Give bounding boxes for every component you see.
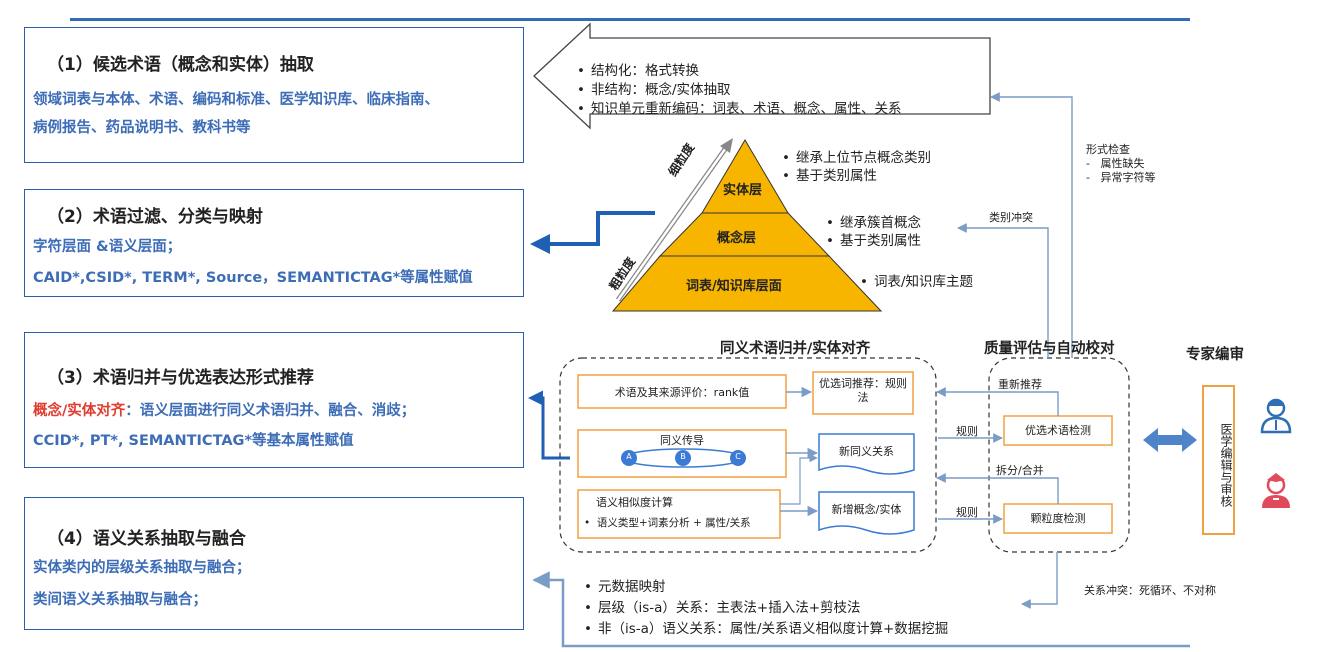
bottom-bullet-1: •元数据映射 <box>584 579 666 595</box>
node-preferred-box <box>812 371 914 415</box>
section-to-step3-connector <box>528 390 570 460</box>
step-2-line-1: 字符层面 &语义层面； <box>33 239 182 255</box>
step-4-title: （4）语义关系抽取与融合 <box>47 529 246 549</box>
synonym-region <box>559 357 937 553</box>
big-left-arrow <box>533 22 991 130</box>
pyramid-layer-entity: 实体层 <box>723 183 763 198</box>
doctor-avatar-icon <box>1260 398 1292 434</box>
pyramid-top-layer <box>701 139 789 214</box>
step-3-line-1-rest: ：语义层面进行同义术语归并、融合、消歧； <box>125 403 416 419</box>
double-arrow-expert <box>1143 428 1197 452</box>
format-check-title: 形式检查 <box>1086 143 1130 156</box>
node-transfer-text: 同义传导 <box>660 434 704 447</box>
pyramid-layer-vocab: 词表/知识库层面 <box>686 279 782 294</box>
granularity-check-text: 颗粒度检测 <box>1030 512 1086 525</box>
transfer-node-a-label: A <box>626 452 632 461</box>
entity-note-2: •基于类别属性 <box>782 168 877 184</box>
format-check-item-2: - 异常字符等 <box>1086 171 1156 184</box>
rule1-label: 规则 <box>956 425 978 438</box>
pyramid-to-step2-connector <box>530 211 655 254</box>
step-3-line-1: 概念/实体对齐：语义层面进行同义术语归并、融合、消歧； <box>33 399 415 420</box>
step-2-line-2: CAID*,CSID*, TERM*, Source，SEMANTICTAG*等… <box>33 270 473 286</box>
transfer-node-b <box>675 450 691 466</box>
re-recommend-arrow <box>936 387 1059 416</box>
relation-conflict-label: 关系冲突：死循环、不对称 <box>1084 584 1216 597</box>
similarity-to-synonym-arrow <box>780 453 818 505</box>
step-3-red-prefix: 概念/实体对齐 <box>33 403 126 419</box>
nurse-avatar-icon <box>1262 473 1290 508</box>
quality-region <box>988 357 1130 553</box>
step-3-title: （3）术语归并与优选表达形式推荐 <box>47 368 314 388</box>
step-3-line-2: CCID*, PT*, SEMANTICTAG*等基本属性赋值 <box>33 433 354 449</box>
node-new-synonym-shape <box>818 433 915 475</box>
concept-note-1: •继承簇首概念 <box>826 215 921 231</box>
node-preferred-check-box <box>1003 415 1113 446</box>
class-conflict-label: 类别冲突 <box>989 211 1033 224</box>
transfer-node-a <box>621 450 637 466</box>
entity-note-1: •继承上位节点概念类别 <box>782 150 931 166</box>
split-merge-arrow <box>936 473 1059 504</box>
arrow-bullet-1: •结构化：格式转换 <box>577 63 699 79</box>
pyramid-layer-concept: 概念层 <box>717 231 757 246</box>
format-check-arrow <box>990 92 1073 358</box>
re-recommend-label: 重新推荐 <box>998 378 1042 391</box>
bottom-bullet-3: •非（is-a）语义关系：属性/关系语义相似度计算+数据挖掘 <box>584 621 949 637</box>
node-new-concept-text: 新增概念/实体 <box>831 503 902 516</box>
class-conflict-arrow <box>957 223 1049 358</box>
pyramid-bottom-layer <box>611 255 883 312</box>
quality-section-title: 质量评估与自动校对 <box>984 341 1115 357</box>
expert-review-box: 医学编辑与审核 <box>1202 385 1235 535</box>
bottom-bullet-2: •层级（is-a）关系：主表法+插入法+剪枝法 <box>584 600 861 616</box>
node-granularity-check-box <box>1003 503 1113 534</box>
bottom-to-step4-connector <box>532 571 1190 648</box>
transfer-node-c <box>730 450 746 466</box>
step-4-line-1: 实体类内的层级关系抽取与融合； <box>33 560 251 576</box>
synonym-section-title: 同义术语归并/实体对齐 <box>720 341 871 357</box>
step-1-line-2: 病例报告、药品说明书、教科书等 <box>33 120 251 136</box>
transfer-node-b-label: B <box>680 452 686 461</box>
node-new-synonym-text: 新同义关系 <box>839 445 894 458</box>
node-new-concept-shape <box>818 491 915 535</box>
step-4-line-2: 类间语义关系抽取与融合； <box>33 592 207 608</box>
node-rank-box <box>577 374 787 409</box>
step-4-box: （4）语义关系抽取与融合 实体类内的层级关系抽取与融合； 类间语义关系抽取与融合… <box>24 497 524 630</box>
node-similarity-box <box>577 489 781 539</box>
step-1-title: （1）候选术语（概念和实体）抽取 <box>47 55 314 75</box>
node-similarity-text: 语义相似度计算 <box>596 496 673 509</box>
transfer-node-c-label: C <box>735 452 741 461</box>
step-3-box: （3）术语归并与优选表达形式推荐 概念/实体对齐：语义层面进行同义术语归并、融合… <box>24 332 524 468</box>
step-1-line-1: 领域词表与本体、术语、编码和标准、医学知识库、临床指南、 <box>33 92 439 108</box>
vocab-note-1: •词表/知识库主题 <box>860 274 974 290</box>
split-merge-label: 拆分/合并 <box>996 464 1044 477</box>
node-preferred-text: 优选词推荐：规则法 <box>819 377 907 405</box>
format-check-item-1: - 属性缺失 <box>1086 157 1145 170</box>
step-2-box: （2）术语过滤、分类与映射 字符层面 &语义层面； CAID*,CSID*, T… <box>24 189 524 297</box>
step-2-title: （2）术语过滤、分类与映射 <box>47 207 263 227</box>
arrow-bullet-2: •非结构：概念/实体抽取 <box>577 82 731 98</box>
preferred-check-text: 优选术语检测 <box>1025 424 1091 437</box>
top-divider <box>70 18 1190 21</box>
concept-note-2: •基于类别属性 <box>826 233 921 249</box>
rule2-label: 规则 <box>956 506 978 519</box>
relation-conflict-arrow <box>1021 552 1058 609</box>
node-similarity-detail: • 语义类型+词素分析 + 属性/关系 <box>584 517 751 529</box>
expert-section-title: 专家编审 <box>1186 347 1244 363</box>
arrow-bullet-3: •知识单元重新编码：词表、术语、概念、属性、关系 <box>577 101 902 117</box>
node-rank-text: 术语及其来源评价：rank值 <box>614 386 750 399</box>
step-1-box: （1）候选术语（概念和实体）抽取 领域词表与本体、术语、编码和标准、医学知识库、… <box>24 27 524 163</box>
